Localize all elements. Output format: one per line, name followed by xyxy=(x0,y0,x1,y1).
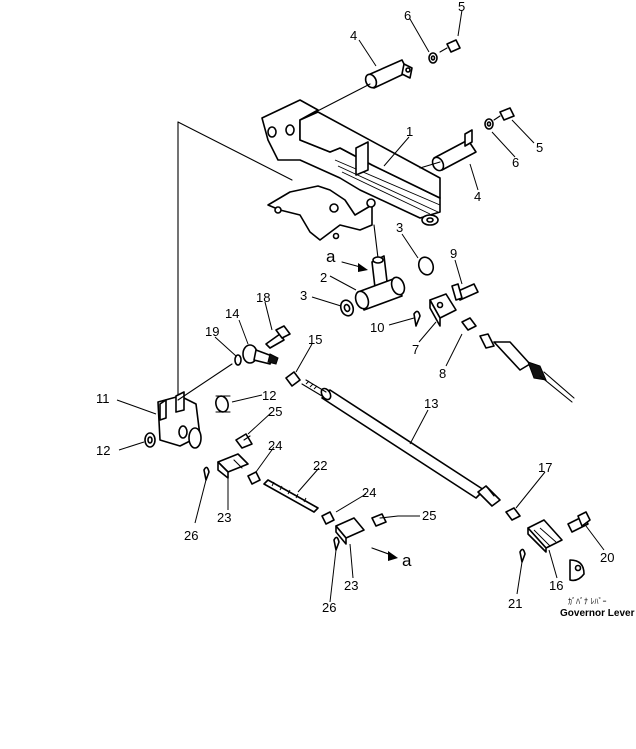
washer-6-upper xyxy=(428,52,438,64)
clevis-16 xyxy=(527,519,563,553)
nut-8 xyxy=(461,317,477,331)
clevis-23-left xyxy=(217,453,249,479)
callout-3-left: 3 xyxy=(300,288,307,303)
leader-lines xyxy=(116,9,605,603)
callout-4-upper: 4 xyxy=(350,28,357,43)
callout-12-right: 12 xyxy=(262,388,276,403)
callout-6-upper: 6 xyxy=(404,8,411,23)
split-pin-21 xyxy=(519,548,526,563)
governor-lever xyxy=(569,559,585,582)
governor-lever-label: Governor Lever xyxy=(560,608,635,619)
bushing-3-right xyxy=(417,256,435,276)
bracket-assembly xyxy=(261,99,441,259)
pin-4-upper xyxy=(299,59,413,121)
bushing-3-left xyxy=(339,299,355,317)
arrow-a-lower xyxy=(371,547,398,561)
arrow-a-upper xyxy=(341,261,368,272)
callout-11: 11 xyxy=(96,391,110,406)
callout-21: 21 xyxy=(508,596,522,611)
bolt-5-upper xyxy=(439,39,461,53)
callout-9: 9 xyxy=(450,246,457,261)
adjuster-rod-22 xyxy=(263,479,319,513)
governor-lever-jp-label: ｶﾞﾊﾞﾅ ﾚﾊﾞｰ xyxy=(568,597,607,606)
bushing-12-right xyxy=(215,395,231,413)
washer-19 xyxy=(234,354,242,366)
split-pin-26-right xyxy=(333,536,340,551)
callout-19: 19 xyxy=(205,324,219,339)
callout-5-lower: 5 xyxy=(536,140,543,155)
callout-24-upper: 24 xyxy=(268,438,282,453)
clevis-7 xyxy=(429,293,457,327)
marker-a-upper: a xyxy=(326,247,336,266)
pin-4-lower xyxy=(419,129,477,172)
callout-10: 10 xyxy=(370,320,384,335)
ball-joint-14 xyxy=(242,344,279,365)
callout-6-lower: 6 xyxy=(512,155,519,170)
callout-1: 1 xyxy=(406,124,413,139)
bolt-9 xyxy=(451,283,479,301)
nut-24-upper xyxy=(247,471,261,485)
washer-6-lower xyxy=(484,118,494,130)
bolt-20 xyxy=(567,511,591,533)
callout-17: 17 xyxy=(538,460,552,475)
lever-arm-2 xyxy=(354,255,406,311)
reference-lines xyxy=(177,121,293,401)
callout-labels: 1 2 3 3 4 4 5 5 6 6 7 8 9 10 11 12 12 13… xyxy=(96,0,614,615)
rod-13 xyxy=(301,379,501,507)
split-pin-10 xyxy=(413,310,421,327)
callout-22: 22 xyxy=(313,458,327,473)
callout-25-lower: 25 xyxy=(422,508,436,523)
callout-16: 16 xyxy=(549,578,563,593)
cable-end xyxy=(479,333,575,403)
callout-26-right: 26 xyxy=(322,600,336,615)
nut-24-lower xyxy=(321,511,335,525)
clevis-23-right xyxy=(335,517,365,545)
bolt-25-lower xyxy=(371,513,399,527)
callout-23-left: 23 xyxy=(217,510,231,525)
callout-20: 20 xyxy=(600,550,614,565)
callout-18: 18 xyxy=(256,290,270,305)
bolt-18 xyxy=(265,325,291,349)
marker-a-lower: a xyxy=(402,551,412,570)
nut-15 xyxy=(285,371,301,387)
callout-13: 13 xyxy=(424,396,438,411)
callout-14: 14 xyxy=(225,306,239,321)
callout-2: 2 xyxy=(320,270,327,285)
bushing-12-left xyxy=(144,432,156,448)
callout-23-right: 23 xyxy=(344,578,358,593)
callout-3-right: 3 xyxy=(396,220,403,235)
callout-24-lower: 24 xyxy=(362,485,376,500)
socket-lever-11 xyxy=(157,391,202,449)
callout-8: 8 xyxy=(439,366,446,381)
callout-25-upper: 25 xyxy=(268,404,282,419)
callout-26-left: 26 xyxy=(184,528,198,543)
bolt-25-upper xyxy=(235,433,253,449)
nut-17 xyxy=(505,507,521,521)
callout-5-upper: 5 xyxy=(458,0,465,14)
bolt-5-lower xyxy=(493,107,515,121)
callout-4-lower: 4 xyxy=(474,189,481,204)
callout-12-left: 12 xyxy=(96,443,110,458)
callout-15: 15 xyxy=(308,332,322,347)
callout-7: 7 xyxy=(412,342,419,357)
split-pin-26-left xyxy=(203,466,210,481)
